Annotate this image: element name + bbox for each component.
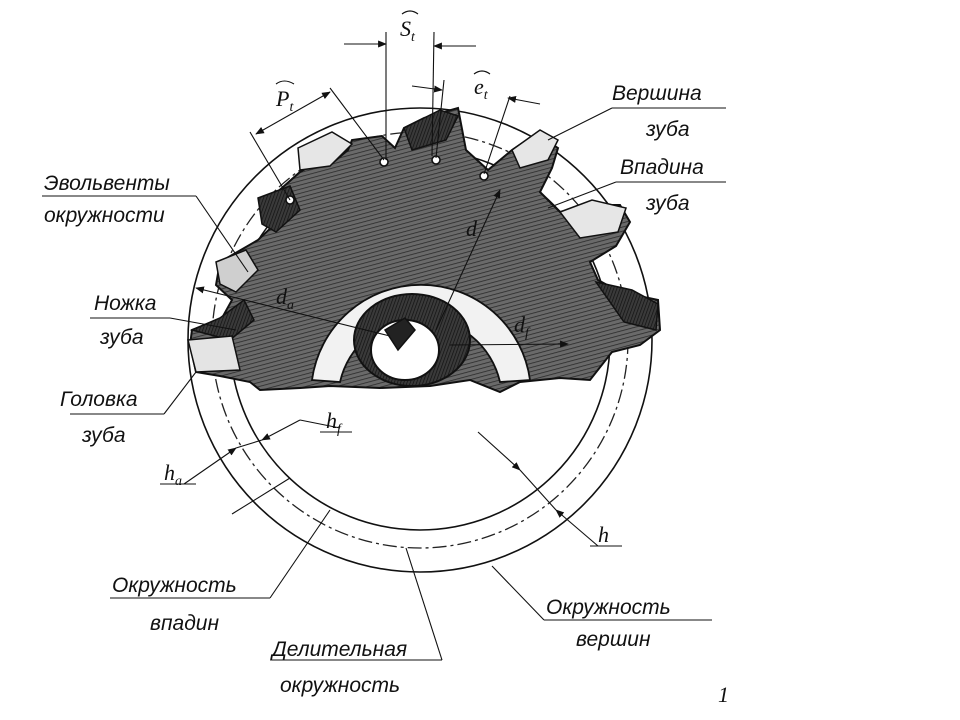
arc-mark <box>401 10 419 15</box>
symbol-hf: hf <box>326 408 343 437</box>
label-tip-circle-1: Окружность <box>546 596 671 619</box>
label-tooth-space-2: зуба <box>645 192 690 215</box>
symbol-df: df <box>514 312 531 341</box>
label-root-circle-1: Окружность <box>112 574 237 597</box>
label-dedendum-1: Ножка <box>94 292 156 315</box>
symbol-d: d <box>466 216 478 241</box>
label-tip-circle-2: вершин <box>576 628 651 651</box>
tooth-face <box>594 280 659 331</box>
keyway <box>383 317 416 352</box>
arc-mark <box>275 80 295 85</box>
symbol-pt: Pt <box>275 86 294 115</box>
symbol-da: da <box>276 284 294 313</box>
label-tooth-tip-1: Вершина <box>612 82 702 105</box>
symbols: St Pt et da d df hf ha h <box>164 10 609 547</box>
tooth-face <box>403 109 460 151</box>
symbol-h: h <box>598 522 609 547</box>
label-tooth-space-1: Впадина <box>620 156 704 179</box>
gear-outline <box>188 106 662 394</box>
leader-lines <box>42 107 726 661</box>
tooth-face <box>558 199 627 239</box>
label-addendum-1: Головка <box>60 388 138 411</box>
gear-body <box>187 106 662 394</box>
tooth-face <box>297 131 354 171</box>
label-involutes-2: окружности <box>44 204 165 227</box>
arc-mark <box>473 70 491 75</box>
tooth-face <box>215 249 259 293</box>
label-root-circle-2: впадин <box>150 612 219 635</box>
label-dedendum-2: зуба <box>99 326 144 349</box>
tooth-face <box>511 129 559 169</box>
label-involutes-1: Эвольвенты <box>44 172 170 195</box>
dimension-lines <box>183 31 599 547</box>
tooth-face <box>187 335 241 373</box>
hub <box>310 283 532 387</box>
symbol-ha: ha <box>164 460 182 489</box>
label-tooth-tip-2: зуба <box>645 118 690 141</box>
page-marker: 1 <box>718 682 729 707</box>
labels: Вершина зуба Впадина зуба Эвольвенты окр… <box>44 82 729 707</box>
symbol-st: St <box>400 16 416 45</box>
symbol-et: et <box>474 74 489 103</box>
label-pitch-circle-1: Делительная <box>270 638 407 661</box>
pitch-point <box>479 171 489 181</box>
label-pitch-circle-2: окружность <box>280 674 400 697</box>
label-addendum-2: зуба <box>81 424 126 447</box>
